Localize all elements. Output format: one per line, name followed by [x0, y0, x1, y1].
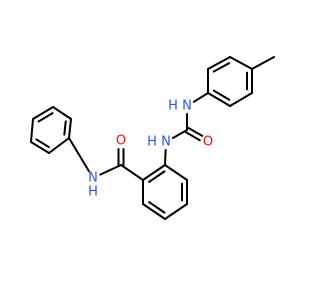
bond-A4-A5: [32, 106, 54, 120]
bond-B2-B3: [164, 164, 188, 181]
bond-A6-A1: [68, 118, 72, 139]
bond-C1-C2: [207, 92, 231, 107]
bond-B4-B5: [164, 203, 188, 220]
bond-C4-CH3: [251, 56, 275, 70]
bond-A2-A3: [30, 141, 50, 154]
bond-N1-C7: [99, 164, 122, 176]
atom-n2-hydrogen: H: [147, 135, 157, 150]
atom-n3-label: N: [182, 99, 192, 114]
bond-A5-A6: [52, 106, 72, 120]
bond-B2-N2: [164, 148, 167, 166]
bond-A4-A5-double: [37, 112, 54, 123]
bond-C5-C6: [207, 56, 231, 70]
bond-B5-B6-double: [148, 201, 166, 214]
bond-B5-B6: [142, 203, 166, 220]
atom-n1-hydrogen: H: [88, 185, 98, 200]
bond-C8-O2: [187, 126, 204, 137]
bond-C1-C2-double: [212, 89, 231, 101]
bond-A1-N1: [68, 137, 90, 173]
bond-B1-B2-double: [148, 170, 166, 183]
atom-n3-hydrogen: H: [168, 99, 178, 114]
bond-N2-C8: [171, 129, 188, 140]
bond-layer: [30, 56, 275, 220]
bond-A3-A4: [30, 118, 34, 143]
bond-C7-B1: [120, 164, 144, 181]
atom-n1-label: N: [88, 171, 98, 186]
bond-C4-C5: [229, 56, 253, 70]
bond-A2-A3-double: [35, 138, 50, 149]
atom-n2-label: N: [161, 135, 171, 150]
bond-N3-C1: [192, 92, 209, 103]
bond-B1-B2: [142, 164, 166, 181]
bond-A1-A2: [48, 137, 70, 154]
bond-C8-O2-double: [184, 131, 201, 142]
atom-o1-label: O: [116, 134, 126, 149]
bond-C5-C6-double: [212, 62, 231, 73]
bond-C2-C3: [229, 92, 253, 107]
bond-A6-A1-double: [63, 120, 67, 136]
atom-o2-label: O: [203, 135, 213, 150]
